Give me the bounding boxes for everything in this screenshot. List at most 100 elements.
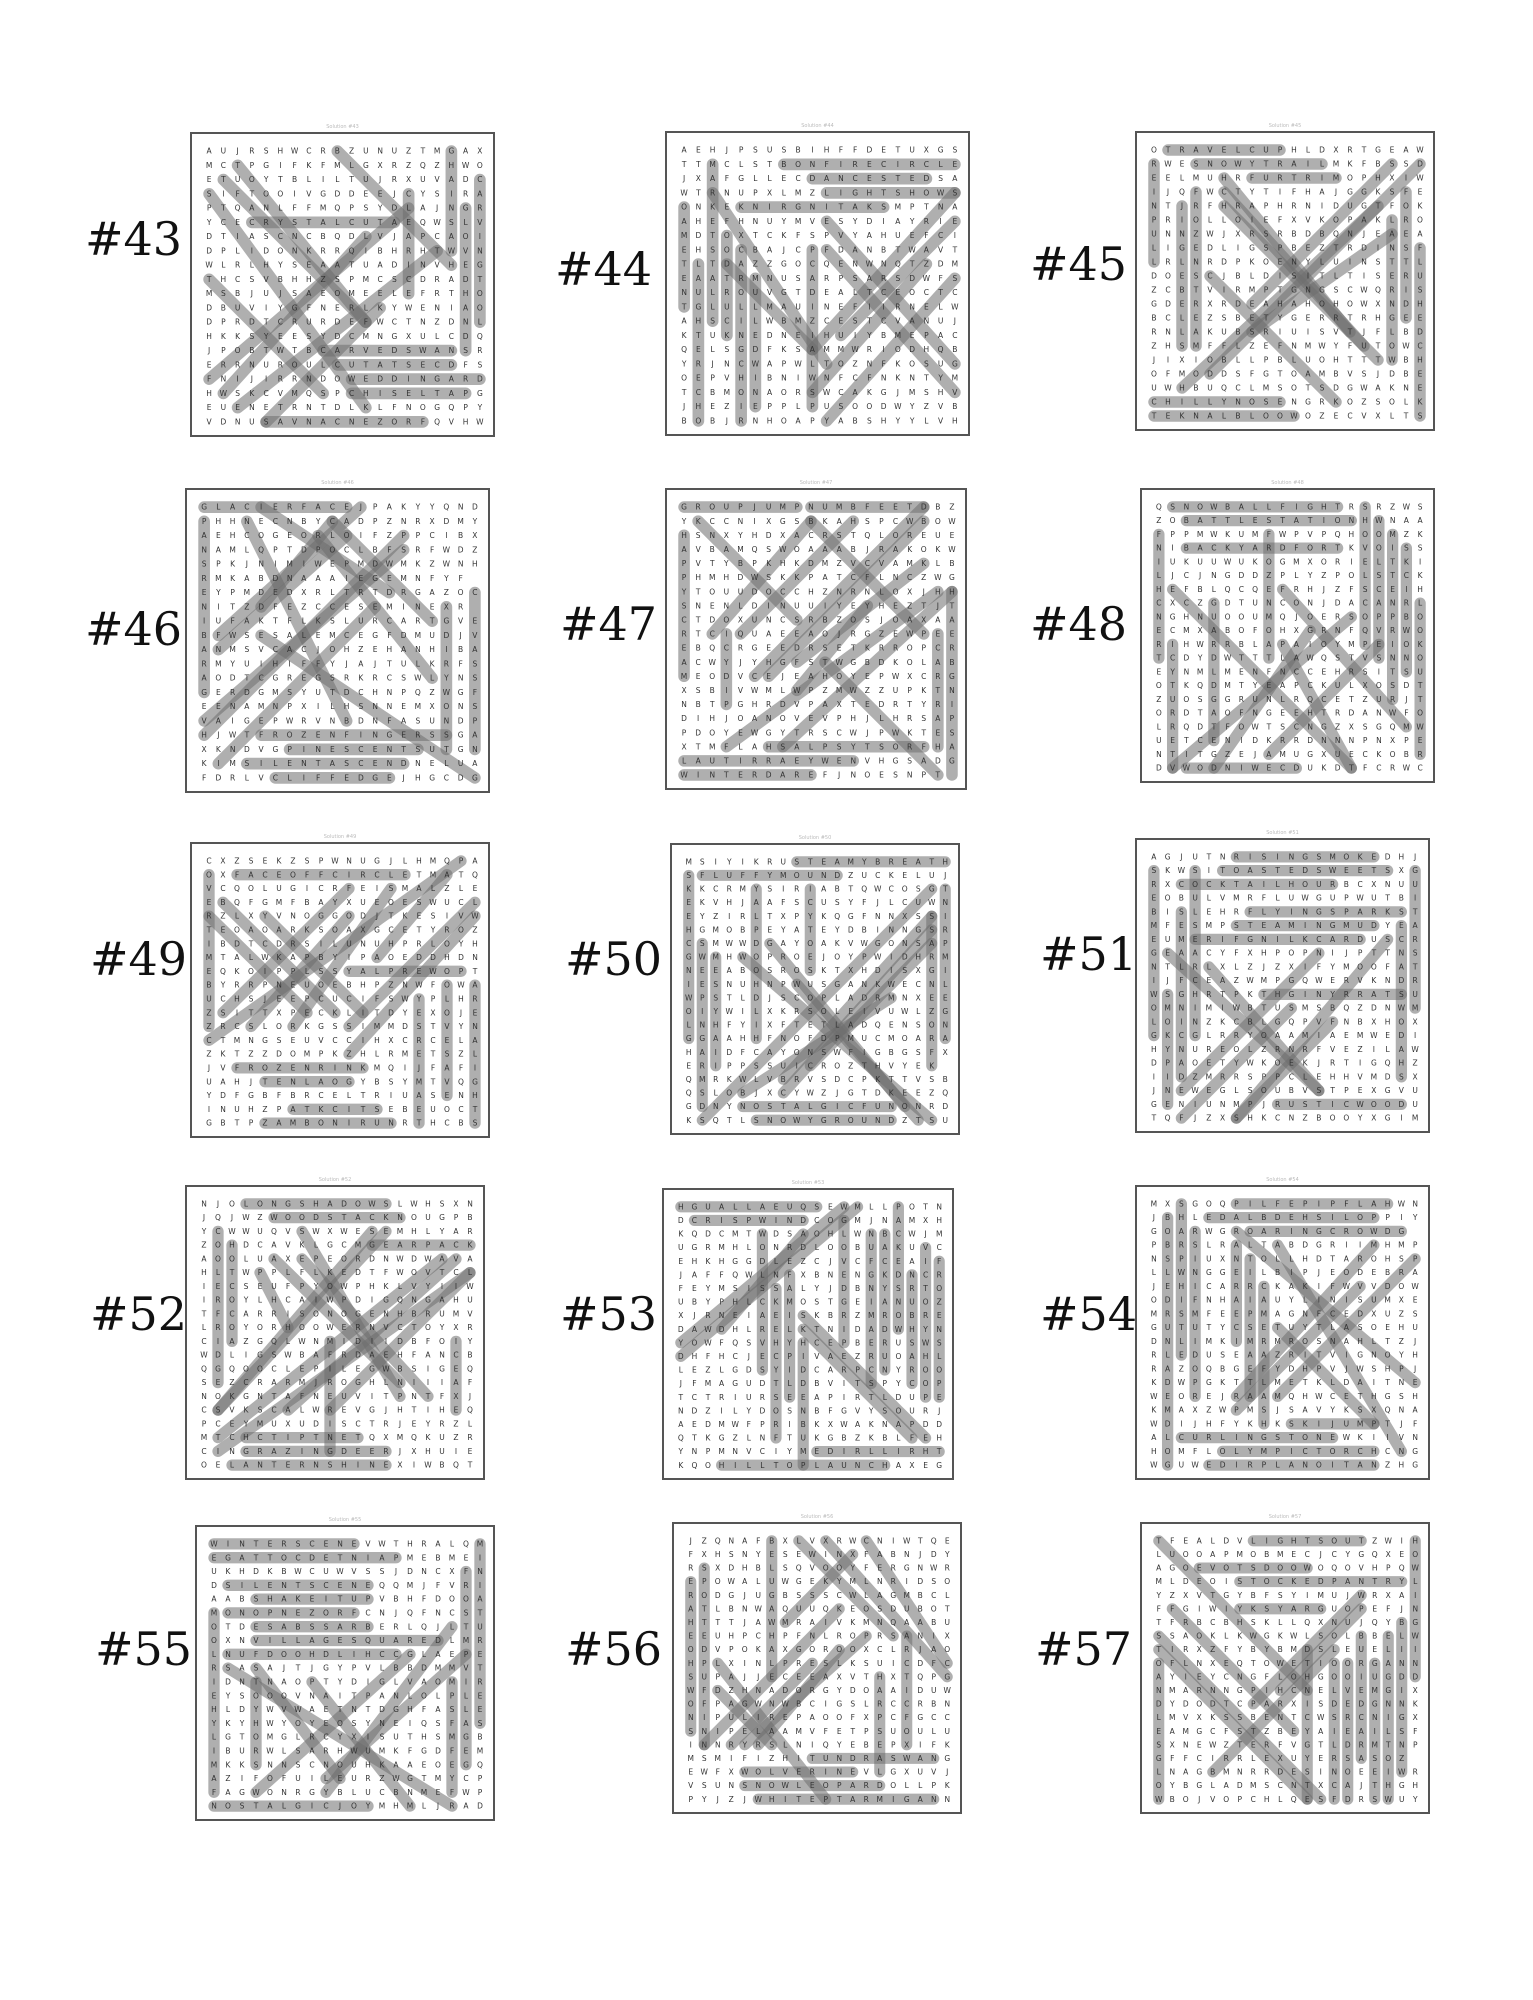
grid-letter: E — [839, 260, 844, 269]
grid-letter: F — [1262, 1364, 1266, 1373]
grid-letter: C — [767, 231, 772, 240]
grid-letter: D — [458, 545, 464, 554]
found-word-highlight — [212, 501, 367, 642]
grid-letter: P — [682, 728, 687, 737]
grid-letter: L — [747, 1434, 752, 1443]
grid-letter: O — [935, 517, 941, 526]
grid-letter: O — [1225, 612, 1231, 621]
grid-letter: A — [869, 1325, 875, 1334]
grid-letter: L — [464, 218, 469, 227]
grid-letter: L — [468, 1419, 473, 1428]
grid-letter: M — [848, 857, 854, 866]
grid-letter: V — [1207, 146, 1213, 155]
grid-letter: P — [314, 1364, 319, 1373]
grid-letter: E — [1413, 1378, 1418, 1387]
grid-letter: N — [1192, 1017, 1198, 1026]
grid-letter: F — [300, 1392, 304, 1401]
grid-letter: L — [1262, 907, 1267, 916]
grid-letter: R — [321, 246, 326, 255]
grid-letter: V — [449, 417, 455, 426]
grid-letter: K — [907, 728, 913, 737]
grid-letter: W — [874, 953, 882, 962]
grid-letter: M — [290, 1119, 296, 1128]
grid-letter: O — [1151, 1296, 1157, 1305]
grid-letter: C — [330, 602, 335, 611]
grid-letter: E — [935, 728, 940, 737]
grid-letter: A — [401, 716, 407, 725]
grid-letter: C — [1198, 736, 1203, 745]
grid-letter: S — [767, 1061, 772, 1070]
grid-letter: E — [869, 1338, 874, 1347]
grid-letter: A — [692, 1270, 698, 1279]
grid-letter: L — [435, 332, 440, 341]
grid-letter: V — [938, 245, 944, 254]
grid-letter: A — [710, 174, 716, 183]
grid-letter: Z — [1261, 1045, 1266, 1054]
grid-letter: I — [1323, 516, 1325, 525]
grid-letter: M — [1333, 174, 1339, 183]
grid-letter: E — [753, 402, 758, 411]
grid-letter: Z — [406, 147, 411, 156]
grid-letter: O — [1156, 709, 1162, 718]
grid-letter: Q — [1375, 286, 1381, 295]
grid-letter: O — [444, 939, 450, 948]
grid-letter: H — [824, 331, 830, 340]
grid-letter: C — [692, 1393, 697, 1402]
grid-letter: F — [216, 631, 220, 640]
grid-letter: N — [753, 203, 759, 212]
grid-letter: Y — [1384, 921, 1390, 930]
grid-letter: P — [810, 416, 815, 425]
grid-letter: U — [257, 1227, 263, 1236]
grid-letter: T — [206, 926, 212, 935]
grid-letter: S — [244, 759, 249, 768]
grid-letter: R — [889, 857, 894, 866]
grid-letter: H — [344, 702, 350, 711]
grid-letter: L — [1194, 398, 1199, 407]
grid-letter: S — [292, 261, 297, 270]
grid-letter: R — [316, 531, 321, 540]
grid-letter: S — [746, 1338, 751, 1347]
grid-letter: A — [724, 545, 730, 554]
grid-letter: G — [1288, 976, 1294, 985]
grid-letter: H — [387, 645, 393, 654]
grid-letter: D — [1183, 709, 1189, 718]
grid-letter: G — [272, 745, 278, 754]
grid-letter: R — [1294, 585, 1299, 594]
grid-letter: S — [902, 966, 907, 975]
grid-letter: P — [835, 1034, 840, 1043]
grid-letter: A — [1371, 1199, 1377, 1208]
grid-letter: W — [314, 560, 322, 569]
grid-letter: O — [249, 175, 255, 184]
grid-letter: K — [306, 161, 312, 170]
grid-letter: E — [287, 531, 292, 540]
grid-letter: O — [800, 1298, 806, 1307]
grid-letter: M — [397, 1227, 403, 1236]
grid-letter: C — [221, 161, 226, 170]
grid-letter: L — [235, 912, 240, 921]
grid-letter: Z — [1234, 976, 1239, 985]
grid-letter: K — [739, 203, 745, 212]
grid-letter: A — [952, 203, 958, 212]
grid-letter: C — [273, 645, 278, 654]
grid-letter: G — [272, 674, 278, 683]
grid-letter: U — [1307, 764, 1313, 773]
grid-letter: L — [1418, 599, 1423, 608]
grid-letter: L — [936, 559, 941, 568]
grid-letter: Q — [258, 545, 264, 554]
grid-letter: Q — [1307, 695, 1313, 704]
grid-letter: A — [290, 1105, 296, 1114]
grid-letter: E — [1344, 866, 1349, 875]
grid-letter: G — [1376, 722, 1382, 731]
grid-letter: Y — [823, 416, 829, 425]
grid-letter: L — [696, 260, 701, 269]
grid-letter: O — [1330, 1114, 1336, 1123]
found-word-highlight — [706, 515, 817, 640]
grid-letter: R — [355, 1323, 360, 1332]
grid-letter: R — [1234, 1282, 1239, 1291]
grid-letter: A — [1198, 516, 1204, 525]
grid-letter: P — [910, 1420, 915, 1429]
grid-letter: L — [1180, 314, 1185, 323]
grid-letter: S — [794, 898, 799, 907]
grid-letter: E — [837, 644, 842, 653]
